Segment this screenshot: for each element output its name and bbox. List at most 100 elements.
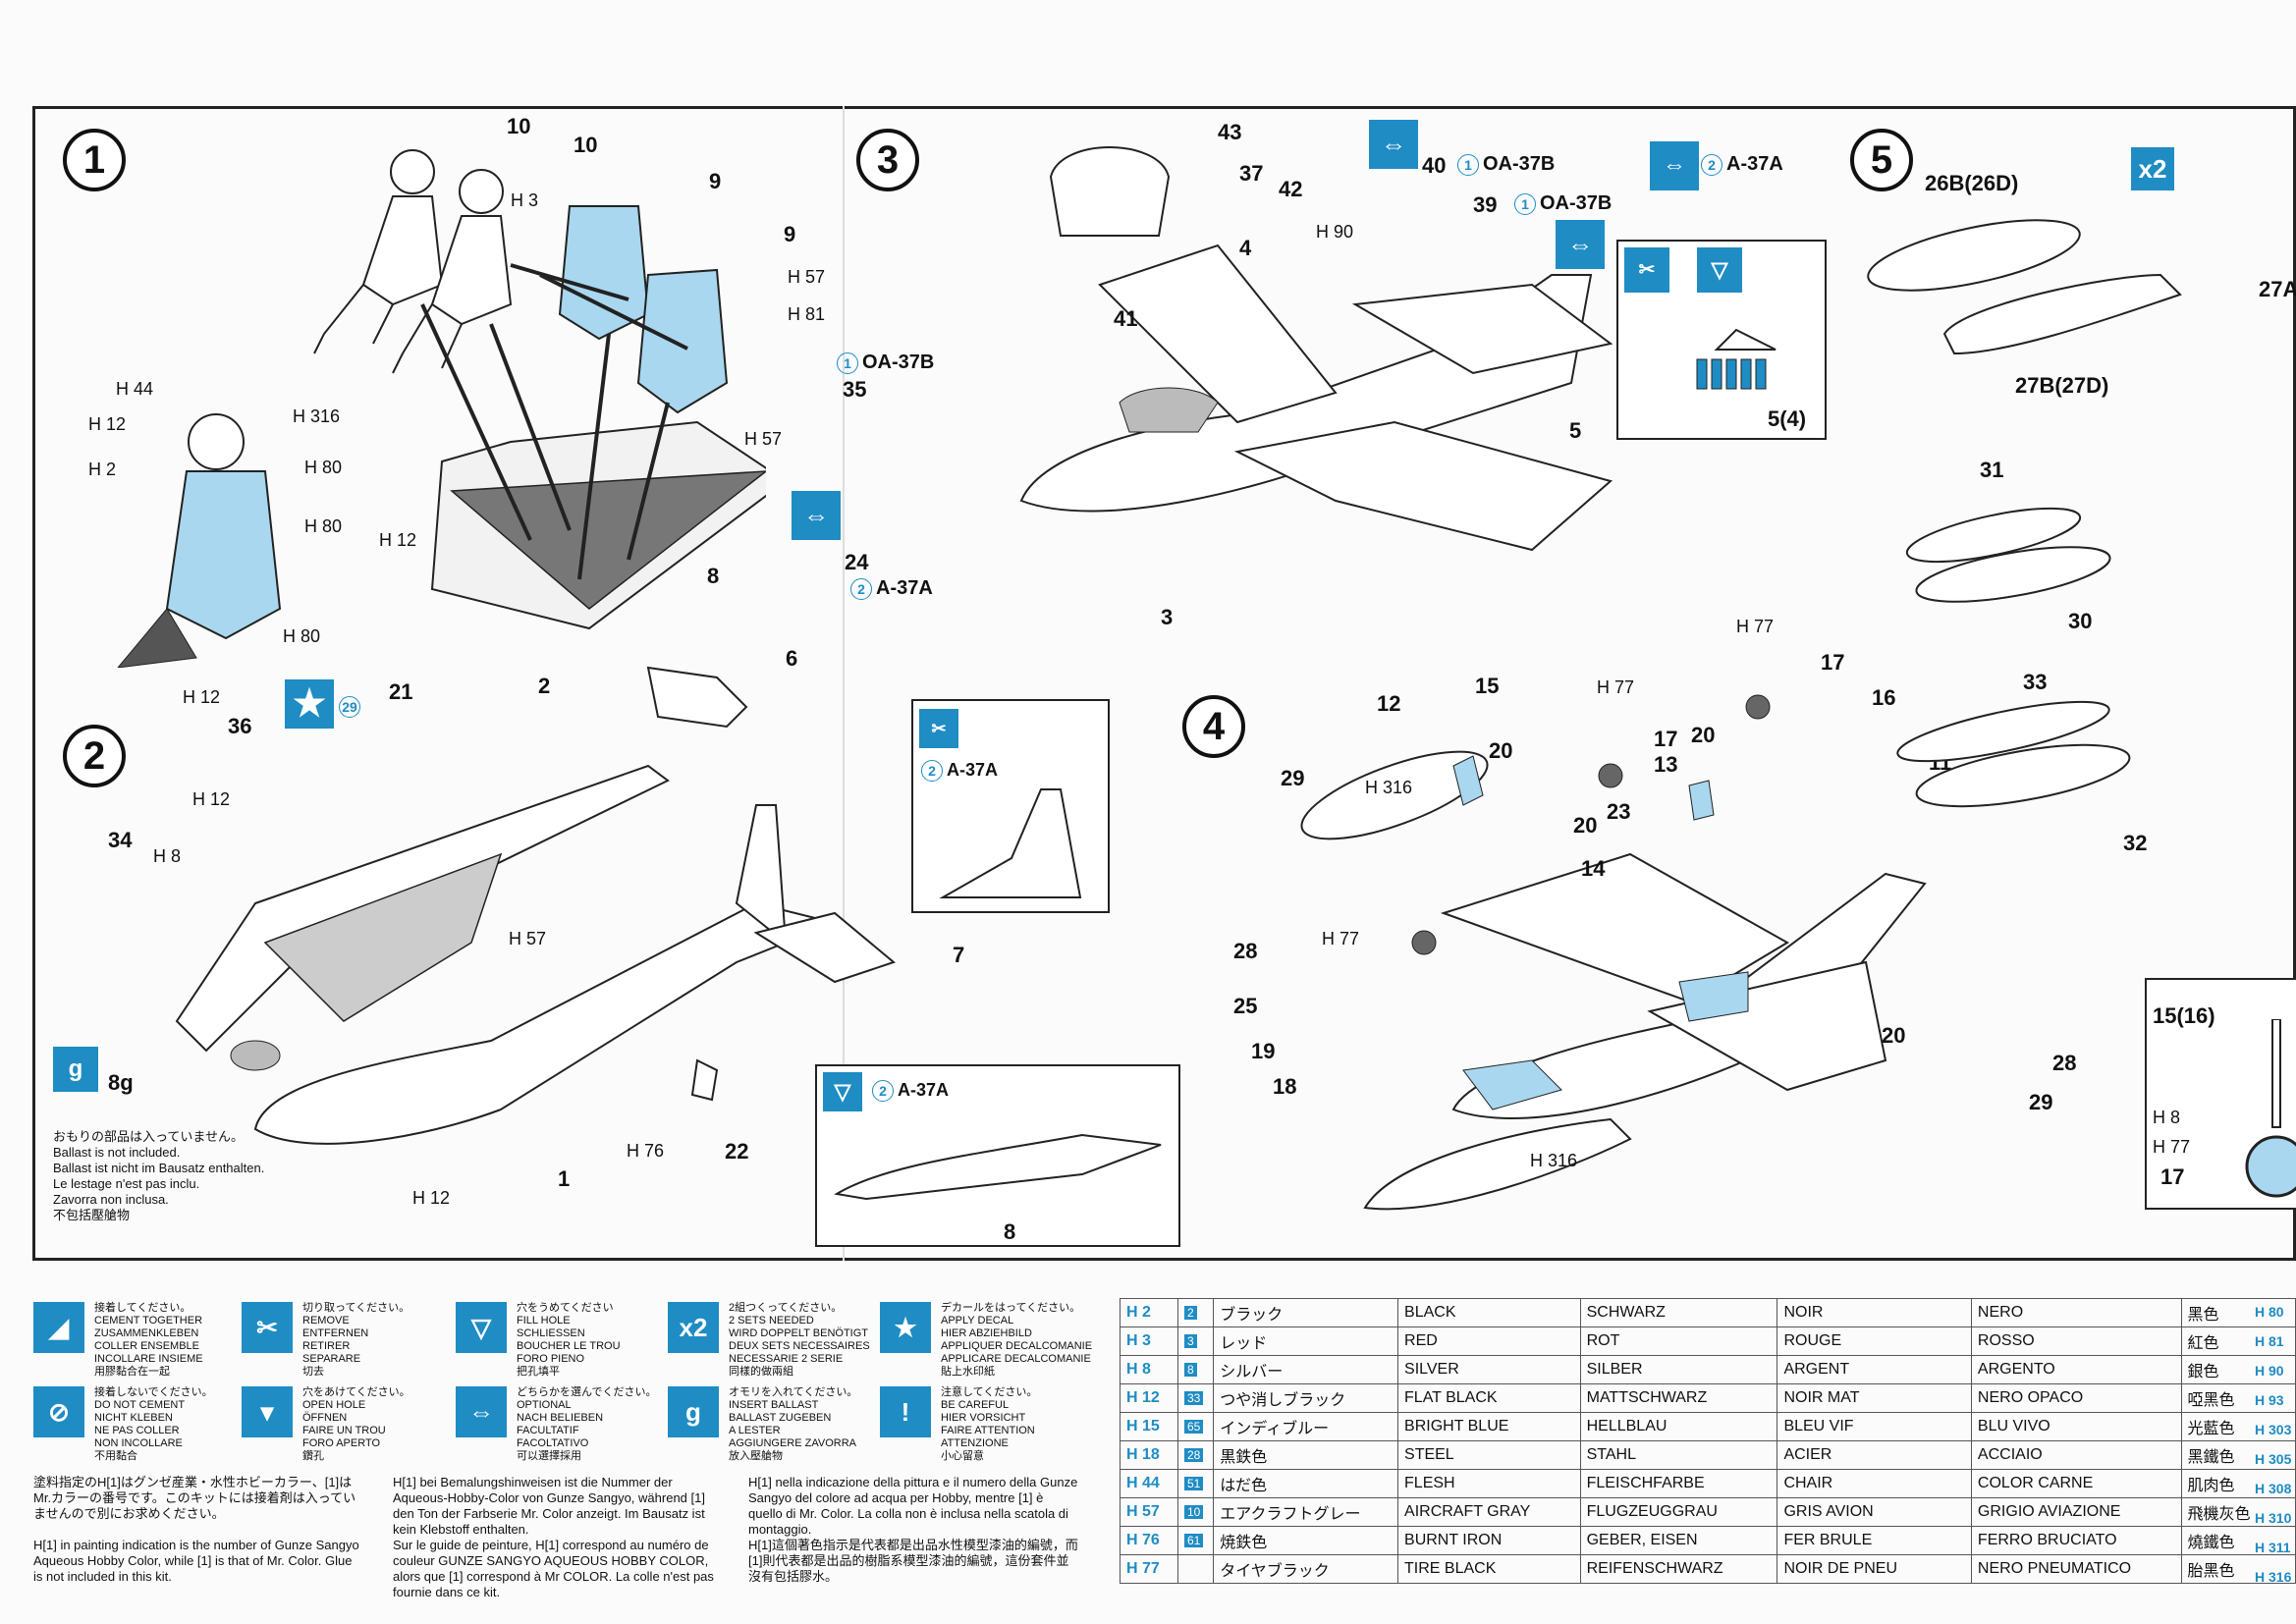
- paint-callout: H 316: [293, 406, 341, 426]
- color-cell: FLUGZEUGGRAU: [1579, 1497, 1778, 1527]
- color-cell: NOIR MAT: [1777, 1383, 1972, 1413]
- color-cell: 51: [1176, 1469, 1215, 1498]
- optional-icon: ⇔: [1369, 120, 1418, 169]
- part-9: 9: [784, 222, 796, 246]
- color-cell: 28: [1176, 1440, 1215, 1470]
- panel-divider: [843, 106, 845, 1261]
- paint-callout: H 3: [511, 190, 539, 210]
- color-cell: 胎黑色: [2180, 1554, 2296, 1584]
- color-cell: NERO OPACO: [1970, 1383, 2182, 1413]
- color-cell: つや消しブラック: [1213, 1383, 1399, 1413]
- color-cell: 8: [1176, 1355, 1215, 1384]
- color-cell: AIRCRAFT GRAY: [1397, 1497, 1581, 1527]
- paint-code-continued: H 310: [2255, 1510, 2292, 1526]
- color-cell: GRIS AVION: [1777, 1497, 1972, 1527]
- color-cell: 61: [1176, 1526, 1215, 1555]
- star-icon: ★: [285, 679, 334, 729]
- step4-diagram: [1300, 694, 1927, 1211]
- color-cell: CHAIR: [1777, 1469, 1972, 1498]
- paint-callout: H 12: [412, 1188, 451, 1208]
- paint-callout: H 57: [788, 267, 826, 287]
- ballast-note-zh: 不包括壓艙物: [53, 1208, 131, 1222]
- instruction-frame: [32, 106, 2296, 1261]
- star-icon: ★: [880, 1302, 931, 1353]
- part-41: 41: [1114, 306, 1138, 331]
- part-16: 16: [1872, 685, 1896, 710]
- part-20: 20: [1573, 813, 1598, 838]
- step-number-4: 4: [1182, 695, 1245, 758]
- part-28: 28: [2052, 1051, 2077, 1075]
- color-cell: NOIR DE PNEU: [1777, 1554, 1972, 1584]
- ballast-icon: g: [668, 1386, 719, 1437]
- color-cell: H 2: [1120, 1298, 1178, 1327]
- color-cell: シルバー: [1213, 1355, 1399, 1384]
- color-cell: STAHL: [1579, 1440, 1778, 1470]
- part-40: 40: [1422, 153, 1447, 178]
- legend-cement: ◢接着してください。 CEMENT TOGETHER ZUSAMMENKLEBE…: [33, 1302, 240, 1390]
- color-cell: HELLBLAU: [1579, 1412, 1778, 1441]
- part-29: 29: [1281, 766, 1305, 790]
- color-cell: ARGENT: [1777, 1355, 1972, 1384]
- part-18: 18: [1273, 1074, 1297, 1099]
- color-cell: 10: [1176, 1497, 1215, 1527]
- inset-decal: ✂ ▽ 5(4): [1616, 240, 1827, 440]
- note-de: H[1] bei Bemalungshinweisen ist die Numm…: [393, 1475, 705, 1537]
- paint-callout: H 77: [1322, 929, 1360, 948]
- color-cell: 黑色: [2180, 1298, 2296, 1327]
- color-cell: H 77: [1120, 1554, 1178, 1584]
- note-fr: Sur le guide de peinture, H[1] correspon…: [393, 1538, 714, 1599]
- legend-no-cement: ⊘接着しないでください。 DO NOT CEMENT NICHT KLEBEN …: [33, 1386, 240, 1475]
- part-7: 7: [953, 943, 965, 967]
- color-cell: 33: [1176, 1383, 1215, 1413]
- part-1: 1: [558, 1166, 571, 1191]
- color-cell: 65: [1176, 1412, 1215, 1441]
- part-9: 9: [709, 169, 722, 193]
- color-cell: 啞黑色: [2180, 1383, 2296, 1413]
- part-28: 28: [1233, 939, 1258, 963]
- part-3: 3: [1161, 605, 1174, 629]
- part-27B-27D: 27B(27D): [2015, 373, 2109, 398]
- step-number-5: 5: [1850, 129, 1913, 191]
- part-31: 31: [1980, 458, 2004, 482]
- part-35: 35: [843, 377, 867, 402]
- part-20: 20: [1691, 723, 1716, 747]
- paint-code-continued: H 311: [2255, 1540, 2291, 1555]
- part-20: 20: [1882, 1023, 1906, 1048]
- color-cell: レッド: [1213, 1326, 1399, 1356]
- paint-code-continued: H 80: [2255, 1304, 2284, 1320]
- color-cell: ARGENTO: [1970, 1355, 2182, 1384]
- part-5: 5: [1569, 418, 1582, 443]
- paint-code-continued: H 81: [2255, 1333, 2284, 1349]
- paint-callout: H 77: [1597, 677, 1635, 697]
- part-15: 15: [1475, 674, 1500, 698]
- paint-callout: H 12: [192, 789, 231, 809]
- color-cell: BLACK: [1397, 1298, 1581, 1327]
- color-cell: ACIER: [1777, 1440, 1972, 1470]
- part-24: 24: [845, 550, 869, 574]
- legend-optional: ⇔どちらかを選んでください。 OPTIONAL NACH BELIEBEN FA…: [456, 1386, 662, 1475]
- paint-callout: H 80: [304, 516, 343, 536]
- part-33: 33: [2023, 670, 2048, 694]
- paint-callout: H 12: [88, 414, 127, 434]
- part-10: 10: [574, 133, 598, 157]
- open-hole-icon: ▾: [242, 1386, 293, 1437]
- part-10: 10: [507, 114, 531, 138]
- step1-diagram: [117, 149, 766, 668]
- step2-diagram: [175, 666, 897, 1145]
- paint-code-continued: H 90: [2255, 1363, 2284, 1379]
- color-cell: ROSSO: [1970, 1326, 2182, 1356]
- part-36: 36: [228, 714, 252, 738]
- paint-callout: H 2: [88, 460, 117, 479]
- step-number-2: 2: [63, 725, 126, 787]
- note-it: H[1] nella indicazione della pittura e i…: [748, 1475, 1078, 1537]
- part-43: 43: [1218, 120, 1242, 144]
- color-cell: 黑鐵色: [2180, 1440, 2296, 1470]
- color-cell: ROT: [1579, 1326, 1778, 1356]
